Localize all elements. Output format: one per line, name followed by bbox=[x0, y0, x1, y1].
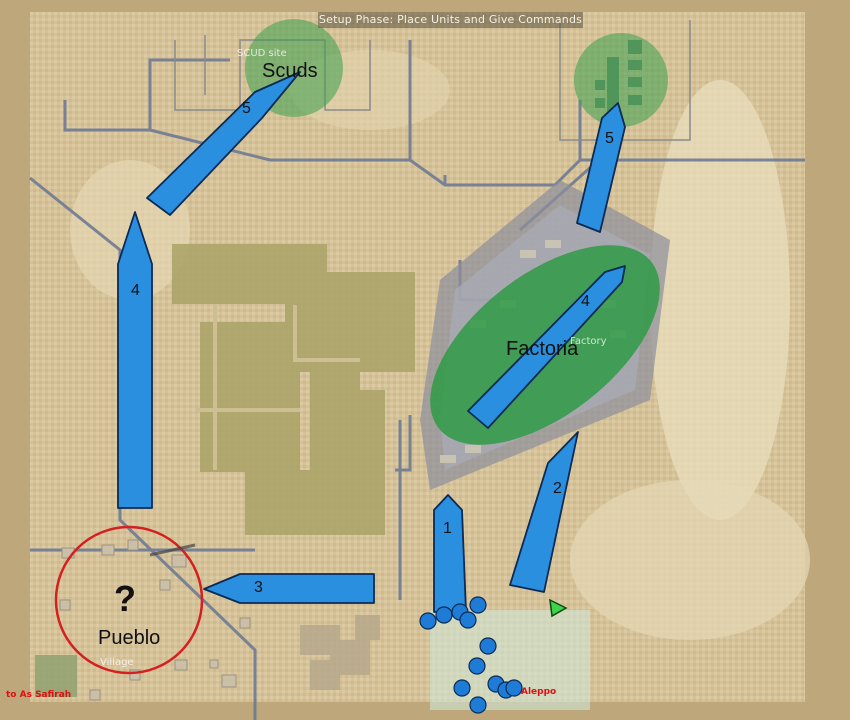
pueblo-objective-ring[interactable] bbox=[54, 525, 204, 675]
exit-label-southeast: Aleppo bbox=[521, 687, 557, 697]
command-arrow-3[interactable] bbox=[203, 573, 375, 604]
unknown-status-icon: ? bbox=[114, 578, 136, 619]
command-arrow-4a[interactable] bbox=[117, 211, 153, 509]
command-number-4a: 4 bbox=[131, 282, 140, 299]
phase-banner: Setup Phase: Place Units and Give Comman… bbox=[318, 12, 583, 28]
factoria-label: Factoria bbox=[506, 338, 579, 360]
command-number-5b: 5 bbox=[605, 130, 614, 147]
command-number-5a: 5 bbox=[242, 100, 251, 117]
scuds-sublabel: SCUD site bbox=[237, 48, 287, 59]
scuds-label: Scuds bbox=[262, 60, 318, 82]
pueblo-label: Pueblo bbox=[98, 627, 161, 649]
pueblo-sublabel: Village bbox=[100, 657, 134, 668]
command-arrow-5b[interactable] bbox=[576, 102, 626, 233]
ruins bbox=[300, 615, 380, 690]
command-arrow-2[interactable] bbox=[509, 431, 579, 593]
ne-objective-zone[interactable] bbox=[574, 33, 668, 127]
friendly-units[interactable] bbox=[419, 596, 523, 714]
village-huts bbox=[59, 539, 251, 701]
village-plot bbox=[35, 655, 77, 697]
smoke-trail bbox=[149, 543, 196, 557]
command-number-3: 3 bbox=[254, 579, 263, 596]
field-paths bbox=[195, 305, 360, 470]
command-arrow-1[interactable] bbox=[433, 494, 467, 613]
command-number-4b: 4 bbox=[581, 293, 590, 310]
factoria-sublabel: Factory bbox=[570, 336, 607, 347]
command-arrow-4b[interactable] bbox=[467, 265, 626, 429]
command-number-1: 1 bbox=[443, 520, 452, 537]
player-cursor-icon[interactable] bbox=[549, 598, 568, 618]
command-arrow-5a[interactable] bbox=[146, 71, 301, 216]
fields bbox=[172, 244, 415, 535]
command-arrows[interactable] bbox=[117, 71, 626, 613]
command-number-2: 2 bbox=[553, 480, 562, 497]
exit-label-west: to As Safirah bbox=[6, 690, 72, 700]
